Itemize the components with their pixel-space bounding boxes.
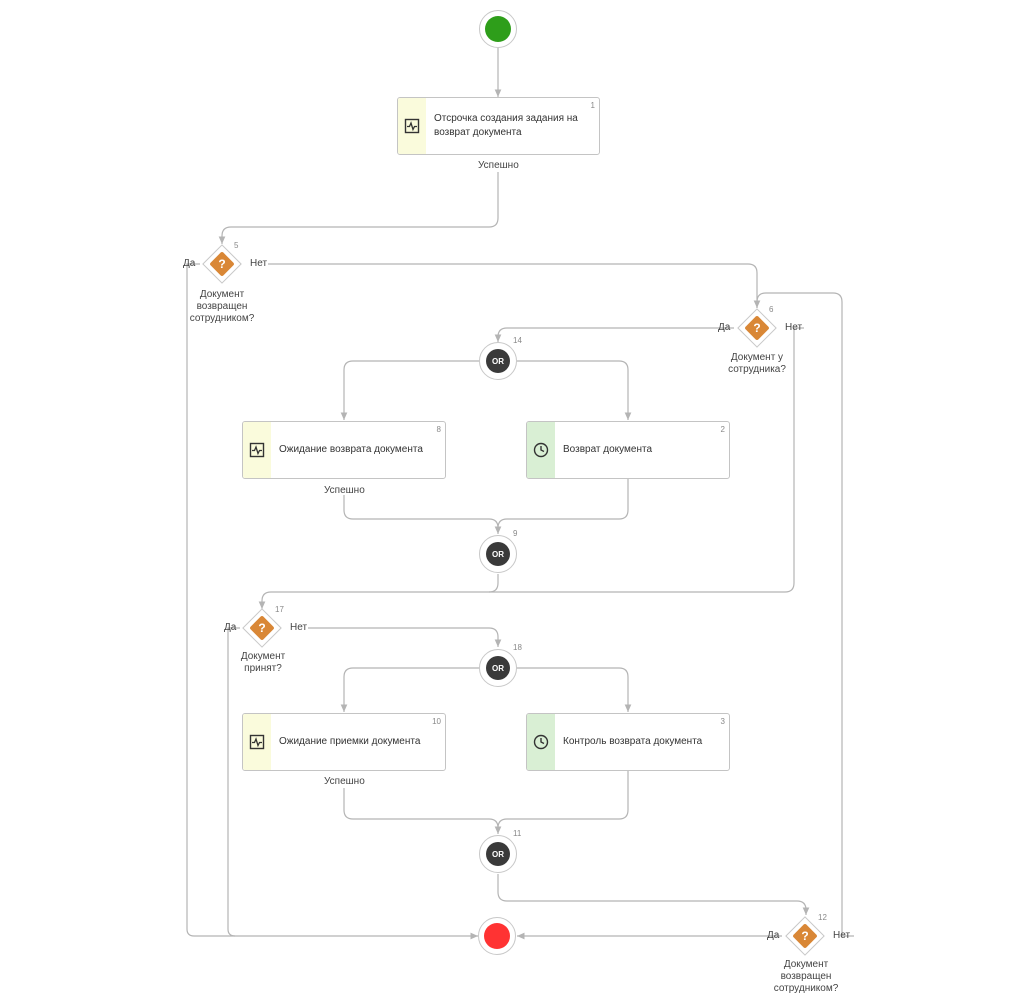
question-icon: ? bbox=[753, 321, 761, 335]
or-gateway-14[interactable]: OR bbox=[479, 342, 517, 380]
connector bbox=[494, 327, 734, 342]
timer-strip bbox=[527, 422, 555, 478]
yes-label: Да bbox=[718, 322, 731, 333]
connector bbox=[343, 788, 502, 834]
script-activity-icon bbox=[249, 442, 265, 458]
no-label: Нет bbox=[833, 930, 851, 941]
gateway-number: 14 bbox=[513, 336, 522, 345]
condition-number: 17 bbox=[275, 605, 284, 614]
gateway-number: 11 bbox=[513, 829, 522, 838]
or-gateway-9[interactable]: OR bbox=[479, 535, 517, 573]
no-label: Нет bbox=[290, 622, 308, 633]
start-event-icon bbox=[485, 16, 511, 42]
or-gateway-18[interactable]: OR bbox=[479, 649, 517, 687]
connector bbox=[340, 667, 479, 712]
connector bbox=[218, 172, 499, 244]
condition-6[interactable]: ? bbox=[737, 308, 777, 348]
start-event[interactable] bbox=[479, 10, 517, 48]
task-8[interactable]: Ожидание возврата документа 8 bbox=[242, 421, 446, 479]
script-strip bbox=[243, 422, 271, 478]
or-gateway-icon: OR bbox=[486, 656, 510, 680]
yes-label: Да bbox=[767, 930, 780, 941]
no-label: Нет bbox=[250, 258, 268, 269]
connector bbox=[488, 574, 499, 593]
task-label: Возврат документа bbox=[563, 444, 653, 455]
task-number: 2 bbox=[720, 425, 725, 434]
task-label: Ожидание приемки документа bbox=[279, 736, 421, 747]
condition-12[interactable]: ? bbox=[785, 916, 825, 956]
connector bbox=[756, 292, 854, 937]
outcome-label: Успешно bbox=[478, 160, 519, 171]
outcome-label: Успешно bbox=[324, 776, 365, 787]
task-2[interactable]: Возврат документа 2 bbox=[526, 421, 730, 479]
end-event-icon bbox=[484, 923, 510, 949]
script-activity-icon bbox=[249, 734, 265, 750]
outcome-label: Успешно bbox=[324, 485, 365, 496]
clock-icon bbox=[533, 734, 549, 750]
clock-icon bbox=[533, 442, 549, 458]
yes-label: Да bbox=[183, 258, 196, 269]
task-3[interactable]: Контроль возврата документа 3 bbox=[526, 713, 730, 771]
task-label: Контроль возврата документа bbox=[563, 736, 703, 747]
connector bbox=[517, 667, 632, 712]
connector bbox=[227, 627, 240, 937]
connector bbox=[340, 360, 479, 420]
connector bbox=[497, 874, 810, 915]
task-number: 8 bbox=[436, 425, 441, 434]
task-number: 10 bbox=[432, 717, 441, 726]
end-event[interactable] bbox=[478, 917, 516, 955]
task-label: Ожидание возврата документа bbox=[279, 444, 423, 455]
condition-17[interactable]: ? bbox=[242, 608, 282, 648]
connector bbox=[497, 771, 629, 829]
task-1[interactable]: Отсрочка создания задания на возврат док… bbox=[397, 97, 600, 155]
question-icon: ? bbox=[258, 621, 266, 635]
connector bbox=[258, 327, 804, 609]
condition-5[interactable]: ? bbox=[202, 244, 242, 284]
script-strip bbox=[243, 714, 271, 770]
question-icon: ? bbox=[218, 257, 226, 271]
task-10[interactable]: Ожидание приемки документа 10 bbox=[242, 713, 446, 771]
connector bbox=[186, 263, 478, 940]
or-gateway-11[interactable]: OR bbox=[479, 835, 517, 873]
task-label: Отсрочка создания задания на возврат док… bbox=[434, 113, 578, 138]
script-activity-icon bbox=[404, 118, 420, 134]
gateway-number: 18 bbox=[513, 643, 522, 652]
or-gateway-icon: OR bbox=[486, 349, 510, 373]
connector bbox=[343, 495, 502, 534]
task-number: 1 bbox=[590, 101, 595, 110]
connector bbox=[308, 627, 502, 647]
or-gateway-icon: OR bbox=[486, 542, 510, 566]
timer-strip bbox=[527, 714, 555, 770]
script-strip bbox=[398, 98, 426, 154]
gateway-number: 9 bbox=[513, 529, 518, 538]
yes-label: Да bbox=[224, 622, 237, 633]
connector bbox=[517, 360, 632, 420]
condition-number: 6 bbox=[769, 305, 774, 314]
condition-number: 12 bbox=[818, 913, 827, 922]
condition-number: 5 bbox=[234, 241, 239, 250]
no-label: Нет bbox=[785, 322, 803, 333]
or-gateway-icon: OR bbox=[486, 842, 510, 866]
connector bbox=[497, 479, 629, 529]
question-icon: ? bbox=[801, 929, 809, 943]
connector bbox=[268, 263, 761, 308]
task-number: 3 bbox=[720, 717, 725, 726]
